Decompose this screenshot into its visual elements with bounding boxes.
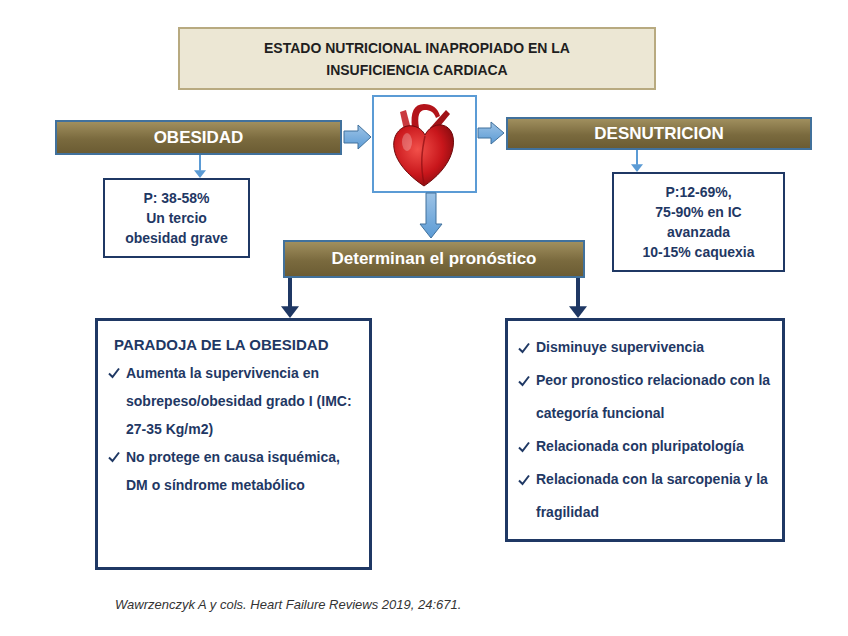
box-heading: PARADOJA DE LA OBESIDAD <box>114 331 359 359</box>
stat-box: P: 38-58%Un tercio obesidad grave <box>103 178 250 258</box>
bullet-text: Disminuye supervivencia <box>536 331 772 364</box>
node-label: Determinan el pronóstico <box>332 249 537 269</box>
bullet-text: Relacionada con pluripatología <box>536 430 772 463</box>
bullet-text: Relacionada con la sarcopenia y la fragi… <box>536 463 772 529</box>
bullet-item: Relacionada con la sarcopenia y la fragi… <box>518 463 772 529</box>
bullet-box: Disminuye supervivenciaPeor pronostico r… <box>505 318 785 542</box>
node-label: P: 38-58% <box>143 188 209 208</box>
bullet-item: Aumenta la supervivencia en sobrepeso/ob… <box>108 359 359 443</box>
header-band: OBESIDAD <box>55 120 342 155</box>
heart-highlight <box>402 133 412 151</box>
header-band: DESNUTRICION <box>506 117 812 150</box>
bullet-item: Disminuye supervivencia <box>518 331 772 364</box>
check-mark <box>518 474 530 486</box>
block-arrow <box>420 193 442 238</box>
stat-box: P:12-69%,75-90% en IC avanzada10-15% caq… <box>612 172 785 272</box>
node-label: Un tercio obesidad grave <box>125 208 228 248</box>
check-mark <box>108 367 120 379</box>
bullet-text: Peor pronostico relacionado con la categ… <box>536 364 772 430</box>
node-label: DESNUTRICION <box>594 124 723 144</box>
bullet-text: Aumenta la supervivencia en sobrepeso/ob… <box>126 359 359 443</box>
connector-arrow <box>569 278 587 318</box>
title-box: ESTADO NUTRICIONAL INAPROPIADO EN LA INS… <box>178 27 656 90</box>
bullet-item: No protege en causa isquémica, DM o sínd… <box>108 443 359 499</box>
check-mark <box>518 375 530 387</box>
check-mark <box>518 342 530 354</box>
node-label: OBESIDAD <box>154 128 244 148</box>
node-label: 10-15% caquexia <box>642 242 754 262</box>
check-mark <box>108 451 120 463</box>
check-mark <box>518 441 530 453</box>
header-band: Determinan el pronóstico <box>283 240 585 278</box>
heart-body <box>394 125 454 186</box>
citation-caption: Wawrzenczyk A y cols. Heart Failure Revi… <box>115 597 461 612</box>
node-label: 75-90% en IC avanzada <box>634 202 763 242</box>
title-text: ESTADO NUTRICIONAL INAPROPIADO EN LA INS… <box>246 37 588 81</box>
connector-arrow <box>194 155 206 178</box>
bullet-item: Relacionada con pluripatología <box>518 430 772 463</box>
heart-groove <box>422 136 425 184</box>
node-label: P:12-69%, <box>665 182 731 202</box>
connector-arrow <box>281 278 299 318</box>
block-arrow <box>478 122 504 144</box>
bullet-text: No protege en causa isquémica, DM o sínd… <box>126 443 359 499</box>
bullet-box: PARADOJA DE LA OBESIDADAumenta la superv… <box>95 318 372 570</box>
heart-frame <box>373 96 476 192</box>
connector-arrow <box>631 150 643 172</box>
block-arrow <box>344 125 371 149</box>
bullet-item: Peor pronostico relacionado con la categ… <box>518 364 772 430</box>
